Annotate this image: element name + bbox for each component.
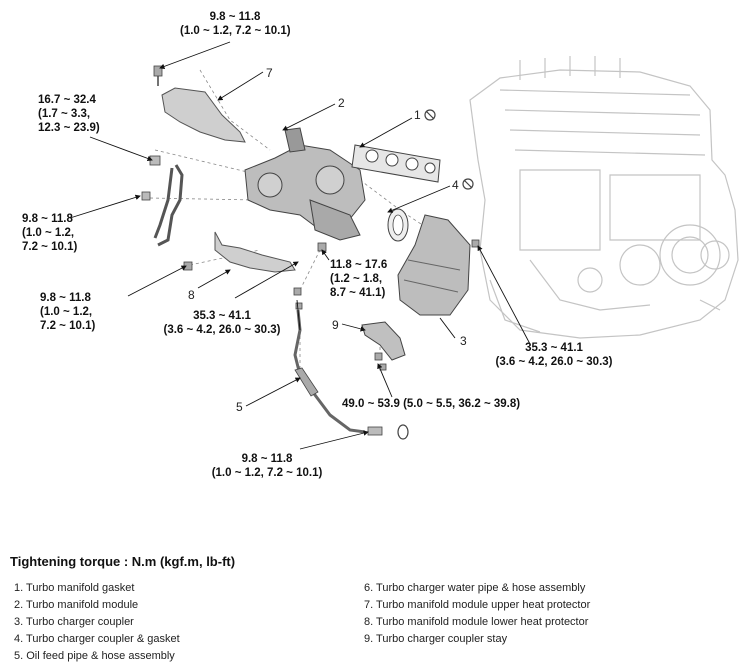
legend-item: 5. Oil feed pipe & hose assembly [14,650,175,662]
torque-label-8: 49.0 ~ 53.9 (5.0 ~ 5.5, 36.2 ~ 39.8) [342,397,520,411]
torque-value: 9.8 ~ 11.8 [241,453,293,465]
torque-value-alt: 7.2 ~ 10.1) [22,241,78,253]
torque-value-alt: 8.7 ~ 41.1) [330,287,386,299]
no-reuse-icon [424,109,474,190]
exploded-view-diagram [69,41,739,450]
fitting-icon [141,155,161,201]
torque-value: 9.8 ~ 11.8 [22,213,73,225]
torque-value: 49.0 ~ 53.9 (5.0 ~ 5.5, 36.2 ~ 39.8) [342,398,521,410]
lower-heat-protector [214,231,296,273]
turbo-charger-coupler [397,214,471,316]
torque-value: 35.3 ~ 41.1 [525,342,583,354]
torque-value-alt: (1.0 ~ 1.2, [22,227,75,239]
torque-caption: Tightening torque : N.m (kgf.m, lb-ft) [10,554,236,569]
legend-item: 3. Turbo charger coupler [14,616,134,628]
water-pipe-hose [153,164,184,247]
callout-1: 1 [414,108,421,122]
bolt-icon [153,65,163,86]
callout-3: 3 [460,334,467,348]
legend-item: 2. Turbo manifold module [14,599,139,611]
bolt-icons [183,239,480,371]
torque-value-alt: (1.0 ~ 1.2, 7.2 ~ 10.1) [180,25,291,37]
torque-label-7: 35.3 ~ 41.1 (3.6 ~ 4.2, 26.0 ~ 30.3) [484,341,624,369]
turbo-manifold-module [244,127,366,241]
torque-value-alt: (1.0 ~ 1.2, 7.2 ~ 10.1) [211,467,323,479]
legend-item: 9. Turbo charger coupler stay [364,633,508,645]
manifold-gasket [351,144,441,183]
callout-8: 8 [188,288,195,302]
oil-feed-pipe [293,309,409,440]
callout-9: 9 [332,318,339,332]
legend-item: 6. Turbo charger water pipe & hose assem… [364,582,586,594]
torque-value-alt: 7.2 ~ 10.1) [40,320,96,332]
torque-value: 16.7 ~ 32.4 [38,94,96,106]
torque-value: 9.8 ~ 11.8 [40,292,91,304]
torque-value-alt: (1.7 ~ 3.3, [38,108,91,120]
callout-7: 7 [266,66,273,80]
torque-value-alt: (3.6 ~ 4.2, 26.0 ~ 30.3) [495,356,613,368]
torque-label-6: 35.3 ~ 41.1 (3.6 ~ 4.2, 26.0 ~ 30.3) [152,309,292,337]
legend-item: 4. Turbo charger coupler & gasket [14,633,180,645]
parts-legend-left: 1. Turbo manifold gasket 2. Turbo manifo… [14,580,180,665]
legend-item: 8. Turbo manifold module lower heat prot… [364,616,589,628]
torque-value: 11.8 ~ 17.6 [330,259,388,271]
torque-value: 9.8 ~ 11.8 [209,11,261,23]
upper-heat-protector [161,87,246,143]
parts-legend-right: 6. Turbo charger water pipe & hose assem… [364,580,590,648]
legend-item: 7. Turbo manifold module upper heat prot… [364,599,591,611]
callout-4: 4 [452,178,459,192]
torque-label-5: 11.8 ~ 17.6 (1.2 ~ 1.8, 8.7 ~ 41.1) [330,258,387,300]
torque-value-alt: (1.0 ~ 1.2, [40,306,93,318]
legend-item: 1. Turbo manifold gasket [14,582,135,594]
coupler-stay [361,321,406,361]
callout-5: 5 [236,400,243,414]
torque-value-alt: (1.2 ~ 1.8, [330,273,383,285]
torque-value-alt: 12.3 ~ 23.9) [38,122,100,134]
torque-label-2: 16.7 ~ 32.4 (1.7 ~ 3.3, 12.3 ~ 23.9) [38,93,100,135]
torque-label-9: 9.8 ~ 11.8 (1.0 ~ 1.2, 7.2 ~ 10.1) [204,452,330,480]
coupler-gasket [387,208,409,242]
engine-block [469,56,739,339]
torque-label-4: 9.8 ~ 11.8 (1.0 ~ 1.2, 7.2 ~ 10.1) [40,291,95,333]
torque-value: 35.3 ~ 41.1 [193,310,251,322]
torque-label-1: 9.8 ~ 11.8 (1.0 ~ 1.2, 7.2 ~ 10.1) [180,10,291,38]
torque-label-3: 9.8 ~ 11.8 (1.0 ~ 1.2, 7.2 ~ 10.1) [22,212,77,254]
leader-lines [69,41,531,450]
torque-value-alt: (3.6 ~ 4.2, 26.0 ~ 30.3) [163,324,281,336]
callout-2: 2 [338,96,345,110]
